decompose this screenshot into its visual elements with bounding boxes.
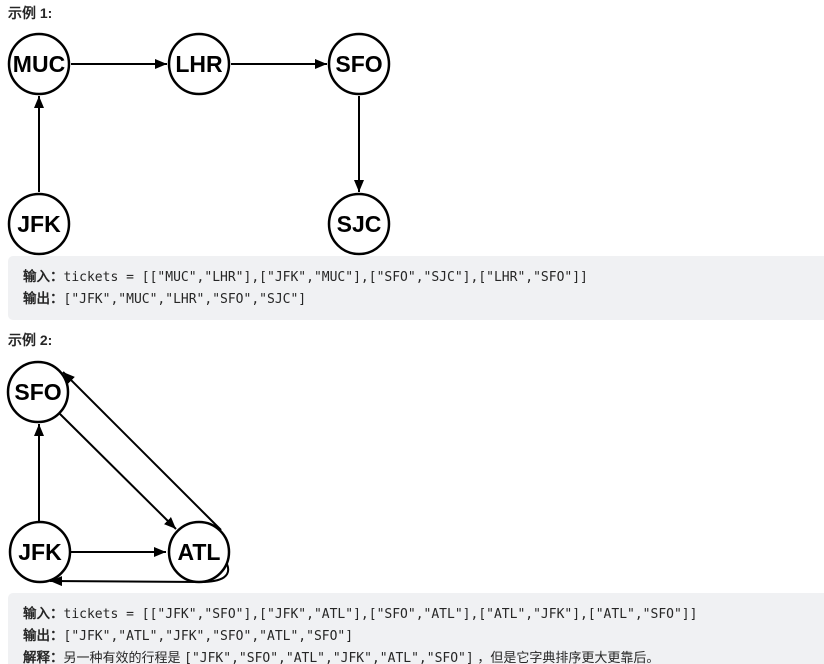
io-line-label: 解释： xyxy=(23,650,64,664)
node-label-SFO: SFO xyxy=(14,379,61,405)
node-circle-JFK xyxy=(8,520,72,584)
node-label-LHR: LHR xyxy=(175,51,223,77)
graph-node-SJC: SJC xyxy=(327,192,391,256)
example1-heading: 示例 1: xyxy=(8,5,53,21)
io-code-text: tickets = [["JFK","SFO"],["JFK","ATL"],[… xyxy=(63,607,698,622)
io-code-text: ["JFK","SFO","ATL","JFK","ATL","SFO"] xyxy=(184,651,474,664)
node-circle-LHR xyxy=(167,32,231,96)
io-line-label: 输入： xyxy=(23,606,64,621)
graph-node-JFK: JFK xyxy=(8,520,72,584)
io-code-text: ["JFK","MUC","LHR","SFO","SJC"] xyxy=(63,292,307,307)
node-label-ATL: ATL xyxy=(177,539,220,565)
node-circle-SFO xyxy=(6,360,70,424)
node-label-SJC: SJC xyxy=(337,211,382,237)
node-label-MUC: MUC xyxy=(13,51,65,77)
graph-node-SFO: SFO xyxy=(6,360,70,424)
io-line-label: 输出： xyxy=(23,291,64,306)
io-line: 解释：另一种有效的行程是 ["JFK","SFO","ATL","JFK","A… xyxy=(23,647,817,664)
io-code-text: ["JFK","ATL","JFK","SFO","ATL","SFO"] xyxy=(63,629,354,644)
example1-flight-graph: MUC LHR SFO JFK SJC xyxy=(7,32,391,256)
io-plain-text: ，但是它字典排序更大更靠后。 xyxy=(473,650,660,664)
node-circle-SJC xyxy=(327,192,391,256)
graph-node-MUC: MUC xyxy=(7,32,71,96)
io-line-label: 输出： xyxy=(23,628,64,643)
io-line: 输入：tickets = [["JFK","SFO"],["JFK","ATL"… xyxy=(23,603,817,625)
example2-flight-graph: SFO JFK ATL xyxy=(6,360,231,587)
node-label-JFK: JFK xyxy=(17,211,61,237)
node-circle-SFO xyxy=(327,32,391,96)
io-line: 输出：["JFK","ATL","JFK","SFO","ATL","SFO"] xyxy=(23,625,817,647)
graph-node-ATL: ATL xyxy=(167,520,231,584)
io-line: 输出：["JFK","MUC","LHR","SFO","SJC"] xyxy=(23,288,817,310)
io-code-text: tickets = [["MUC","LHR"],["JFK","MUC"],[… xyxy=(63,270,588,285)
io-plain-text: 另一种有效的行程是 xyxy=(63,650,185,664)
node-circle-JFK xyxy=(7,192,71,256)
edge-ATL-to-SFO xyxy=(62,371,222,531)
node-circle-MUC xyxy=(7,32,71,96)
graph-node-LHR: LHR xyxy=(167,32,231,96)
example2-heading: 示例 2: xyxy=(8,332,53,348)
io-line: 输入：tickets = [["MUC","LHR"],["JFK","MUC"… xyxy=(23,266,817,288)
example2-io-block: 输入：tickets = [["JFK","SFO"],["JFK","ATL"… xyxy=(8,593,824,664)
io-line-label: 输入： xyxy=(23,269,64,284)
node-label-JFK: JFK xyxy=(18,539,62,565)
example1-io-block: 输入：tickets = [["MUC","LHR"],["JFK","MUC"… xyxy=(8,256,824,320)
edge-SFO-to-ATL xyxy=(59,413,177,530)
graph-node-SFO: SFO xyxy=(327,32,391,96)
node-circle-ATL xyxy=(167,520,231,584)
graph-node-JFK: JFK xyxy=(7,192,71,256)
node-label-SFO: SFO xyxy=(335,51,382,77)
